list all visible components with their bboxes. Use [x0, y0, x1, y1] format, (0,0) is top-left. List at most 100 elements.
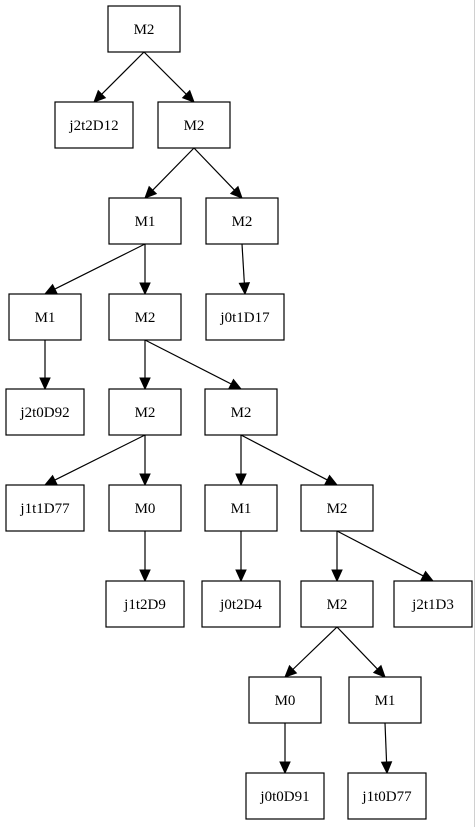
arrowhead [229, 185, 243, 199]
edge-n18-n21 [336, 626, 386, 678]
node-label: j2t1D3 [411, 597, 454, 613]
edge-line [336, 626, 378, 670]
node-label: j0t0D91 [259, 789, 309, 805]
machine-node-n3: M2 [157, 101, 231, 149]
node-box [108, 197, 182, 245]
edge-n11-n14 [235, 435, 247, 487]
node-box [393, 580, 473, 628]
edge-n20-n22 [279, 723, 291, 775]
node-label: M1 [135, 214, 156, 230]
job-node-n23: j1t0D77 [347, 772, 427, 820]
edge-n15-n19 [336, 530, 435, 582]
arrowhead [93, 89, 107, 103]
arrowhead [324, 474, 339, 486]
edge-n10-n12 [43, 434, 146, 486]
edge-n14-n17 [235, 531, 247, 583]
node-box [5, 484, 85, 532]
node-label: M2 [231, 405, 252, 421]
machine-node-n7: M2 [108, 293, 182, 341]
edge-n21-n23 [380, 722, 393, 775]
edge-n4-n7 [139, 244, 151, 296]
edge-line [384, 722, 388, 763]
arrowhead [139, 569, 151, 583]
machine-node-n5: M2 [205, 197, 279, 245]
arrowhead [238, 282, 251, 296]
node-box [205, 293, 285, 341]
node-label: M2 [327, 597, 348, 613]
arrowhead [39, 377, 51, 391]
node-label: M2 [232, 214, 253, 230]
edge-n11-n15 [240, 434, 339, 486]
node-label: j0t2D4 [219, 597, 262, 613]
job-node-n22: j0t0D91 [245, 772, 325, 820]
arrowhead [372, 664, 386, 678]
arrowhead [139, 282, 151, 296]
arrowhead [43, 474, 58, 486]
machine-node-n20: M0 [248, 676, 322, 724]
job-node-n16: j1t2D9 [105, 580, 185, 628]
machine-node-n10: M2 [108, 388, 182, 436]
edge-line [143, 51, 187, 95]
machine-node-n6: M1 [8, 293, 82, 341]
edge-line [193, 147, 235, 191]
edge-line [336, 530, 424, 577]
node-label: M2 [135, 405, 156, 421]
edge-line [144, 339, 232, 385]
job-node-n8: j0t1D17 [205, 293, 285, 341]
edge-n6-n9 [39, 340, 51, 391]
edge-line [54, 434, 146, 481]
job-node-n12: j1t1D77 [5, 484, 85, 532]
node-box [108, 293, 182, 341]
node-box [300, 580, 374, 628]
node-box [347, 772, 427, 820]
node-box [108, 388, 182, 436]
node-box [8, 293, 82, 341]
node-box [204, 484, 278, 532]
node-label: M2 [184, 118, 205, 134]
arrowhead [139, 473, 151, 487]
node-label: M2 [134, 22, 155, 38]
node-box [245, 772, 325, 820]
node-box [5, 388, 85, 436]
arrowhead [284, 664, 298, 678]
node-label: j1t2D9 [123, 597, 166, 613]
machine-node-n15: M2 [300, 484, 374, 532]
machine-node-n18: M2 [300, 580, 374, 628]
node-box [157, 101, 231, 149]
edge-n5-n8 [238, 243, 251, 296]
node-box [248, 676, 322, 724]
edge-line [101, 51, 145, 95]
arrowhead [43, 283, 58, 295]
job-node-n19: j2t1D3 [393, 580, 473, 628]
node-label: j2t0D92 [19, 405, 69, 421]
arrowhead [228, 378, 243, 390]
node-box [300, 484, 374, 532]
job-node-n2: j2t2D12 [54, 101, 134, 149]
node-label: j2t2D12 [68, 118, 118, 134]
arrowhead [139, 377, 151, 391]
edge-n15-n18 [331, 531, 343, 583]
job-node-n9: j2t0D92 [5, 388, 85, 436]
node-label: M2 [135, 310, 156, 326]
edge-n4-n6 [43, 243, 146, 295]
node-label: M1 [35, 310, 56, 326]
node-label: j1t1D77 [19, 501, 70, 517]
node-box [204, 388, 278, 436]
arrowhead [380, 761, 393, 775]
node-label: M0 [135, 501, 156, 517]
node-label: M1 [375, 693, 396, 709]
arrowhead [235, 473, 247, 487]
edge-line [152, 147, 195, 191]
arrowhead [331, 569, 343, 583]
edge-line [292, 626, 338, 670]
machine-node-n14: M1 [204, 484, 278, 532]
edge-line [240, 434, 328, 481]
edge-n7-n11 [144, 339, 243, 390]
node-box [107, 5, 181, 53]
machine-node-n1: M2 [107, 5, 181, 53]
arrowhead [181, 89, 195, 103]
node-label: M0 [275, 693, 296, 709]
edge-n18-n20 [284, 626, 338, 678]
node-label: j1t0D77 [361, 789, 412, 805]
